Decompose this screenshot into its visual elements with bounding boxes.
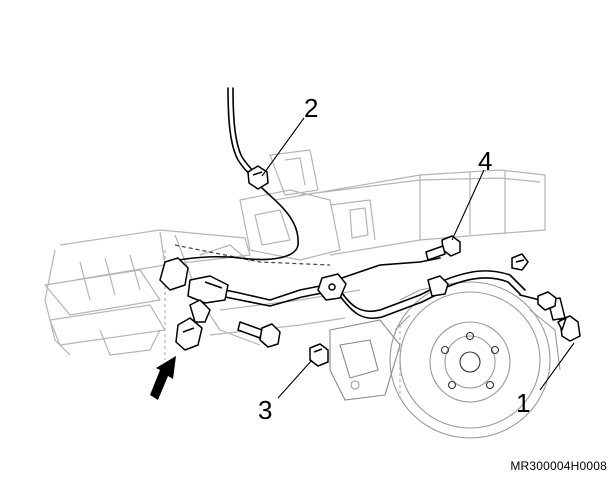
pipe-fitting-right (427, 275, 449, 297)
brake-rotor (329, 281, 561, 439)
hose-clip (175, 299, 211, 351)
leader-line-2 (261, 117, 305, 177)
washer (537, 291, 557, 311)
nut-3 (309, 343, 329, 367)
clip (511, 253, 529, 271)
union-bolt-4 (425, 235, 461, 261)
leader-line-4 (451, 169, 485, 241)
hose-bracket-left (159, 257, 229, 304)
callout-4: 4 (478, 146, 493, 176)
callout-3: 3 (258, 395, 273, 425)
leader-line-3 (277, 359, 313, 399)
fittings (159, 165, 581, 367)
leader-line-1 (539, 342, 575, 391)
front-arrow-icon (150, 356, 176, 400)
callout-1: 1 (516, 388, 531, 418)
flare-nut-2 (247, 165, 269, 190)
figure-code: MR300004H0008 (510, 459, 607, 473)
callout-2: 2 (304, 93, 319, 123)
bracket-bolt (237, 321, 281, 348)
leader-lines (261, 117, 575, 399)
pipe-bracket-mid (317, 273, 347, 301)
